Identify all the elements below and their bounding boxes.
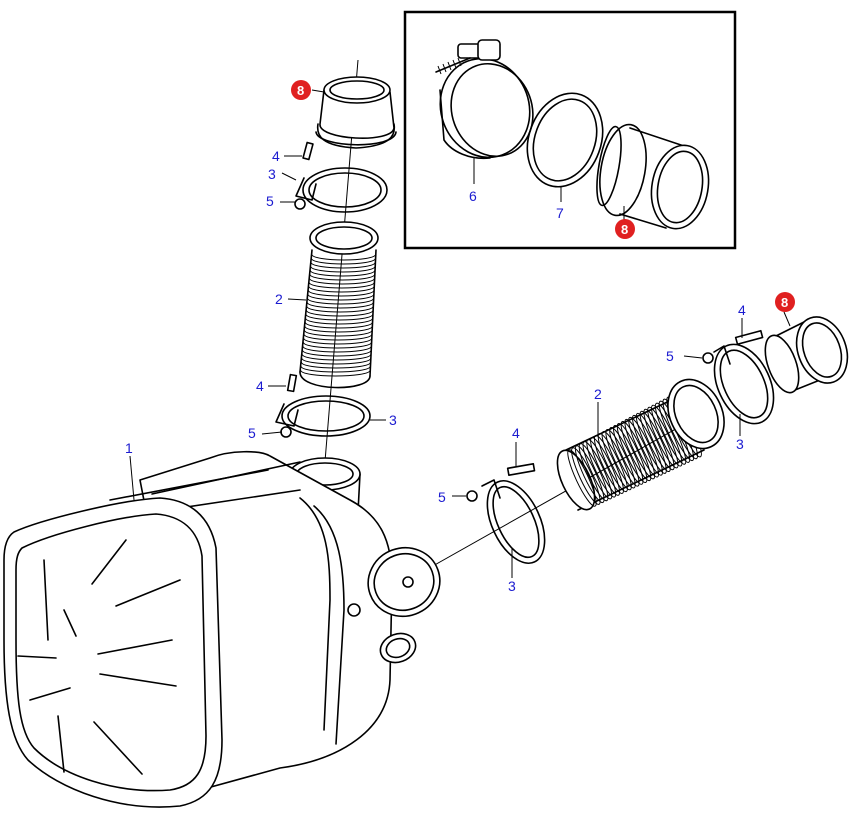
- callout-5: 5: [438, 489, 446, 505]
- svg-text:8: 8: [297, 83, 304, 98]
- callout-5: 5: [666, 348, 674, 364]
- callout-5: 5: [266, 193, 274, 209]
- upper-pipe-stub: [315, 76, 397, 149]
- lower-clamp: [275, 373, 371, 438]
- svg-text:8: 8: [781, 295, 788, 310]
- svg-text:8: 8: [621, 222, 628, 237]
- side-clamp-inner: [466, 462, 546, 564]
- callout-4: 4: [256, 378, 264, 394]
- callout-3: 3: [389, 412, 397, 428]
- callout-5: 5: [248, 425, 256, 441]
- callout-4: 4: [272, 148, 280, 164]
- callout-3: 3: [736, 436, 744, 452]
- leader-lines: [129, 89, 791, 578]
- side-bellows: [556, 378, 725, 511]
- callout-4: 4: [512, 425, 520, 441]
- upper-clamp: [294, 141, 388, 213]
- ring-detail: [526, 92, 604, 188]
- callout-3: 3: [508, 578, 516, 594]
- muffler-body: [3, 450, 441, 808]
- callout-4: 4: [738, 302, 746, 318]
- detail-inset: [403, 10, 737, 250]
- upper-bellows: [299, 221, 379, 389]
- callout-1: 1: [125, 440, 133, 456]
- callout-labels: 1 2 2 3 3 3 3 4 4 4 4 5 5 5 5 6 7: [125, 148, 746, 594]
- callout-7: 7: [556, 205, 564, 221]
- callout-6: 6: [469, 188, 477, 204]
- badge-8-top: 8: [291, 80, 311, 100]
- badge-8-side: 8: [775, 292, 795, 312]
- side-clamp-outer: [702, 329, 775, 425]
- callout-3: 3: [268, 166, 276, 182]
- badge-8-inset: 8: [615, 219, 635, 239]
- side-pipe-stub: [764, 316, 849, 394]
- v-band-clamp-detail: [435, 39, 534, 160]
- callout-2: 2: [275, 291, 283, 307]
- pipe-stub-detail: [596, 123, 710, 230]
- callout-2: 2: [594, 386, 602, 402]
